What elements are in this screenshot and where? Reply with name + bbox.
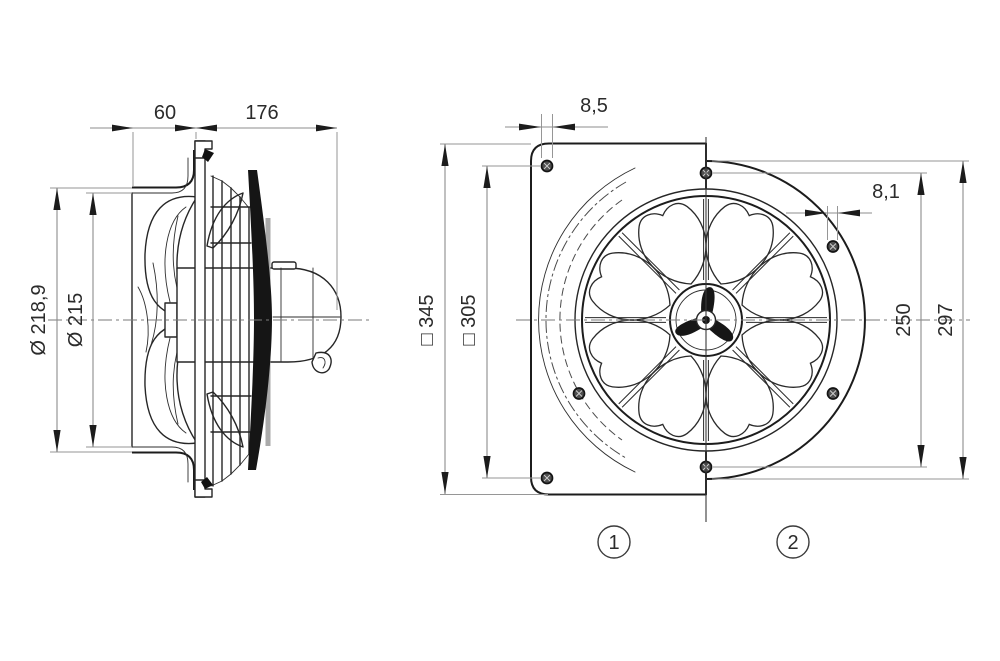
- duct-bottom-inner: [131, 446, 189, 483]
- bolt-circle-arc-dashed: [559, 199, 623, 441]
- variant-1-label: 1: [608, 532, 619, 554]
- duct-bottom-outer: [132, 451, 195, 490]
- variant-2-badge: 2: [776, 525, 810, 559]
- variant-2-label: 2: [787, 532, 798, 554]
- plate-ring-arc: [538, 167, 636, 473]
- dimension-plate-hole-diameter: 8,5: [505, 95, 608, 158]
- guard-wire: [585, 317, 666, 323]
- duct-top-inner: [131, 157, 189, 194]
- guard-wires-front: [585, 199, 827, 441]
- dimension-flange-diameter: 297: [712, 160, 969, 480]
- dimension-outer-diameter: Ø 218,9: [28, 187, 132, 453]
- dimension-impeller-diameter: Ø 215: [65, 192, 132, 448]
- dim-duct-depth: 60: [154, 102, 176, 124]
- bolt-circle-hole: [826, 240, 840, 253]
- cable-gland-detail: [317, 357, 326, 369]
- duct-top-outer: [132, 150, 195, 189]
- guard-wire: [703, 360, 709, 441]
- dim-plate-size: □ 345: [416, 294, 438, 345]
- blade-detail: [164, 337, 187, 434]
- dimension-duct-depth-and-overall: 60 176: [90, 102, 338, 310]
- round-flange-half: [705, 160, 866, 480]
- front-view: [530, 142, 866, 496]
- plate-corner-hole: [540, 471, 554, 485]
- blade-detail: [164, 206, 187, 303]
- motor-terminal: [271, 261, 297, 270]
- dim-plate-hole-spacing: □ 305: [458, 294, 480, 345]
- dim-bolt-circle: 250: [893, 303, 915, 336]
- plate-corner-hole: [540, 159, 554, 173]
- guard-wire: [746, 317, 827, 323]
- dimension-plate-size: □ 345: [416, 143, 548, 495]
- guard-dome-bottom: [210, 453, 250, 487]
- dimension-flange-hole-diameter: 8,1: [786, 181, 900, 240]
- guard-wire: [732, 232, 794, 294]
- plate-top-clamp: [202, 149, 214, 162]
- dim-flange-hole-diameter: 8,1: [872, 181, 900, 203]
- blade-detail: [150, 262, 158, 346]
- guard-wire: [732, 346, 794, 408]
- bolt-circle-hole: [572, 387, 586, 400]
- blade-detail: [137, 286, 149, 353]
- dim-overall-depth: 176: [245, 102, 278, 124]
- dimension-plate-hole-spacing: □ 305: [458, 165, 540, 479]
- variant-1-badge: 1: [597, 525, 631, 559]
- bolt-circle-hole: [826, 387, 840, 400]
- cable-gland: [311, 351, 332, 374]
- guard-wire: [618, 232, 680, 294]
- guard-wire: [703, 199, 709, 280]
- plate-bottom-clamp: [201, 477, 213, 489]
- dim-impeller-diameter: Ø 215: [65, 293, 87, 347]
- plate-ring-arc-dashed: [545, 181, 627, 459]
- wall-plate-edge: [194, 140, 206, 498]
- dim-plate-hole-diameter: 8,5: [580, 95, 608, 117]
- impeller-blade-upper: [144, 195, 198, 320]
- dim-outer-diameter: Ø 218,9: [28, 284, 50, 355]
- side-view: [131, 140, 342, 498]
- impeller-blade-lower: [144, 320, 198, 445]
- dimension-bolt-circle: 250: [713, 172, 927, 468]
- dim-flange-diameter: 297: [935, 303, 957, 336]
- guard-wire: [618, 346, 680, 408]
